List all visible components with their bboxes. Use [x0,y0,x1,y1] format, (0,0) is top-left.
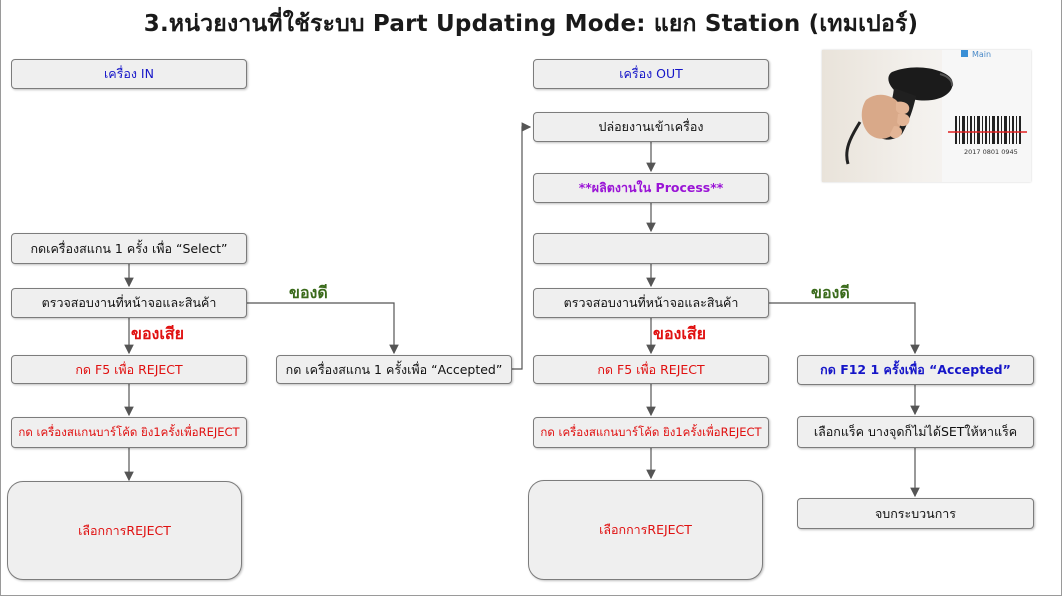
check-screen-step-right: ตรวจสอบงานที่หน้าจอและสินค้า [533,288,769,318]
machine-out-header: เครื่อง OUT [533,59,769,89]
scan-accepted-step: กด เครื่องสแกน 1 ครั้งเพื่อ “Accepted” [276,355,512,384]
scan-reject-step-right: กด เครื่องสแกนบาร์โค้ด ยิง1ครั้งเพื่อREJ… [533,417,769,448]
arrow-accepted-to-release [512,122,532,370]
barcode-scanner-photo: Main 2017 0801 0945 [822,50,1031,182]
arrow-good-to-f12 [769,302,920,355]
machine-in-header: เครื่อง IN [11,59,247,89]
bad-label-right: ของเสีย [653,324,706,343]
check-screen-step: ตรวจสอบงานที่หน้าจอและสินค้า [11,288,247,318]
scan-select-step: กดเครื่องสแกน 1 ครั้ง เพื่อ “Select” [11,233,247,264]
empty-step [533,233,769,264]
arrow-good-to-accepted [247,302,399,355]
good-label-right: ของดี [811,283,850,302]
bad-label-left: ของเสีย [131,324,184,343]
f12-accepted-step: กด F12 1 ครั้งเพื่อ “Accepted” [797,355,1034,385]
photo-barcode-number: 2017 0801 0945 [964,148,1018,156]
end-process-step: จบกระบวนการ [797,498,1034,529]
choose-rack-step: เลือกแร็ค บางจุดก็ไม่ได้SETให้หาแร็ค [797,416,1034,448]
process-step: **ผลิตงานใน Process** [533,173,769,203]
good-label-left: ของดี [289,283,328,302]
photo-corner-text: Main [972,50,991,59]
select-reject-step: เลือกการREJECT [7,481,242,580]
f5-reject-step: กด F5 เพื่อ REJECT [11,355,247,384]
select-reject-step-right: เลือกการREJECT [528,480,763,580]
scan-reject-step: กด เครื่องสแกนบาร์โค้ด ยิง1ครั้งเพื่อREJ… [11,417,247,448]
page-title: 3.หน่วยงานที่ใช้ระบบ Part Updating Mode:… [143,11,919,37]
f5-reject-step-right: กด F5 เพื่อ REJECT [533,355,769,384]
release-step: ปล่อยงานเข้าเครื่อง [533,112,769,142]
